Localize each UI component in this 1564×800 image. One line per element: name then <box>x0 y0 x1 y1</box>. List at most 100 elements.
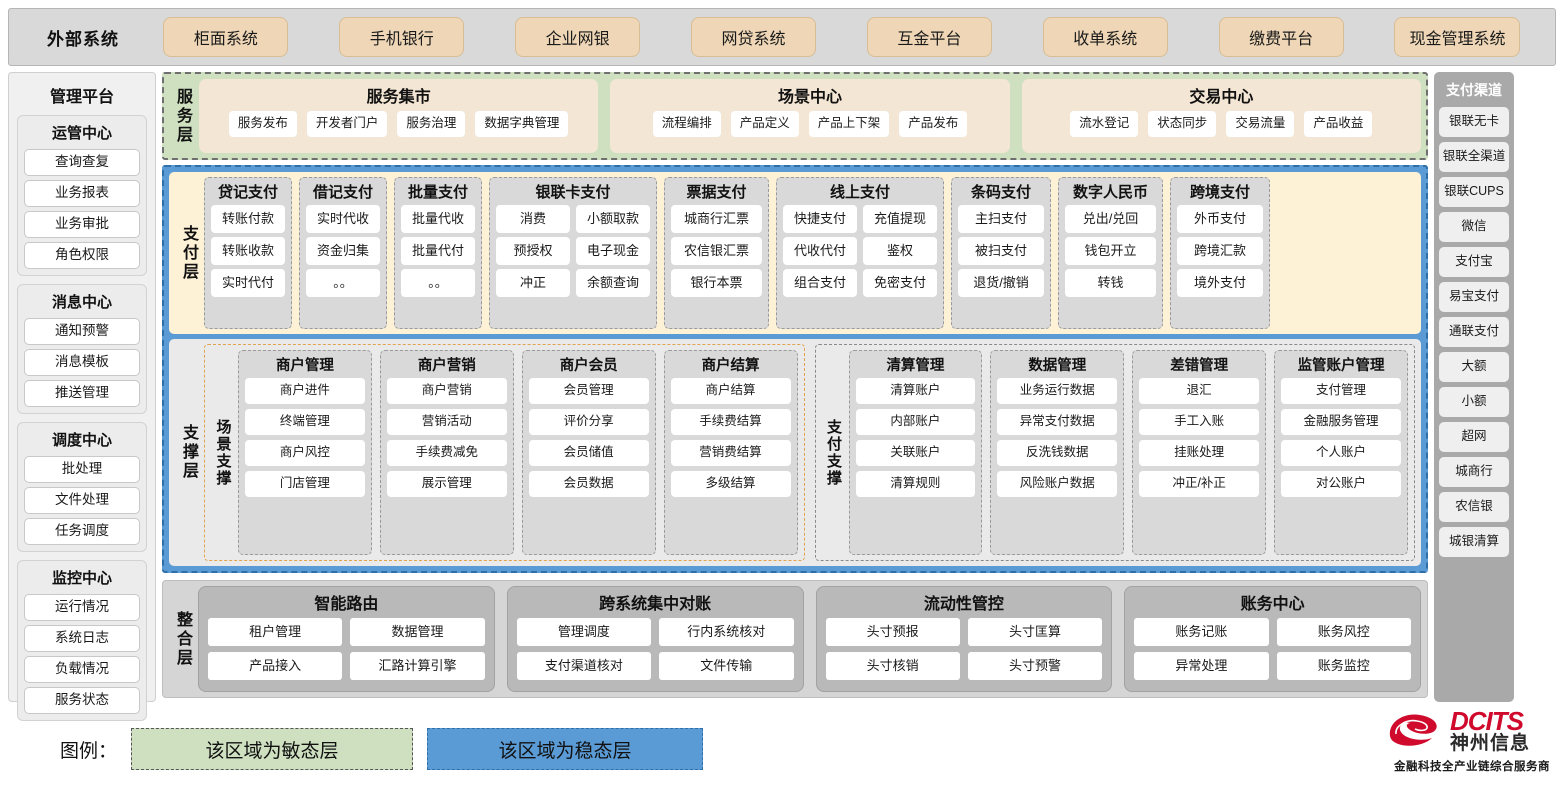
payment-item[interactable]: 农信银汇票 <box>671 237 762 265</box>
payment-channel-item[interactable]: 城商行 <box>1439 457 1509 487</box>
service-item[interactable]: 交易流量 <box>1226 111 1295 137</box>
payment-channel-item[interactable]: 支付宝 <box>1439 247 1509 277</box>
payment-item[interactable]: 外币支付 <box>1177 205 1263 233</box>
external-system-item[interactable]: 柜面系统 <box>163 17 289 57</box>
payment-channel-item[interactable]: 银联无卡 <box>1439 107 1509 137</box>
payment-item[interactable]: 冲正 <box>496 269 570 297</box>
scene-support-item[interactable]: 商户结算 <box>670 378 791 404</box>
service-item[interactable]: 流水登记 <box>1070 111 1139 137</box>
payment-channel-item[interactable]: 银联CUPS <box>1439 177 1509 207</box>
service-item[interactable]: 状态同步 <box>1148 111 1217 137</box>
service-item[interactable]: 流程编排 <box>652 111 721 137</box>
payment-channel-item[interactable]: 易宝支付 <box>1439 282 1509 312</box>
integration-item[interactable]: 头寸预警 <box>967 652 1103 680</box>
scene-support-item[interactable]: 评价分享 <box>528 409 649 435</box>
scene-support-item[interactable]: 终端管理 <box>245 409 365 435</box>
payment-item[interactable]: 批量代付 <box>401 237 475 265</box>
integration-item[interactable]: 产品接入 <box>208 652 343 680</box>
payment-support-item[interactable]: 金融服务管理 <box>1281 409 1401 435</box>
external-system-item[interactable]: 网贷系统 <box>691 17 816 57</box>
payment-item[interactable]: 转钱 <box>1065 269 1156 297</box>
payment-channel-item[interactable]: 银联全渠道 <box>1439 142 1509 172</box>
integration-item[interactable]: 文件传输 <box>659 652 794 680</box>
service-item[interactable]: 产品定义 <box>730 111 799 137</box>
payment-item[interactable]: 消费 <box>496 205 570 233</box>
payment-item[interactable]: 转账收款 <box>211 237 285 265</box>
scene-support-item[interactable]: 门店管理 <box>245 471 365 497</box>
payment-item[interactable]: 主扫支付 <box>958 205 1044 233</box>
payment-channel-item[interactable]: 超网 <box>1439 422 1509 452</box>
payment-item[interactable]: 银行本票 <box>671 269 762 297</box>
payment-item[interactable]: 兑出/兑回 <box>1065 205 1156 233</box>
payment-item[interactable]: 小额取款 <box>576 205 650 233</box>
payment-item[interactable]: 被扫支付 <box>958 237 1044 265</box>
service-item[interactable]: 开发者门户 <box>306 111 388 137</box>
management-item[interactable]: 批处理 <box>24 456 140 483</box>
management-item[interactable]: 文件处理 <box>24 487 140 514</box>
integration-item[interactable]: 数据管理 <box>350 618 485 646</box>
integration-item[interactable]: 汇路计算引擎 <box>350 652 485 680</box>
payment-channel-item[interactable]: 微信 <box>1439 212 1509 242</box>
integration-item[interactable]: 异常处理 <box>1134 652 1269 680</box>
payment-item[interactable]: 余额查询 <box>576 269 650 297</box>
scene-support-item[interactable]: 手续费减免 <box>386 440 507 466</box>
scene-support-item[interactable]: 展示管理 <box>386 471 507 497</box>
management-item[interactable]: 运行情况 <box>24 594 140 621</box>
scene-support-item[interactable]: 商户进件 <box>245 378 365 404</box>
payment-item[interactable]: 预授权 <box>496 237 570 265</box>
payment-channel-item[interactable]: 城银清算 <box>1439 527 1509 557</box>
payment-support-item[interactable]: 清算规则 <box>855 471 976 497</box>
payment-item[interactable]: 钱包开立 <box>1065 237 1156 265</box>
scene-support-item[interactable]: 营销活动 <box>386 409 507 435</box>
external-system-item[interactable]: 缴费平台 <box>1218 17 1344 57</box>
payment-support-item[interactable]: 手工入账 <box>1139 409 1260 435</box>
scene-support-item[interactable]: 会员数据 <box>528 471 649 497</box>
management-item[interactable]: 通知预警 <box>24 318 140 345</box>
payment-channel-item[interactable]: 通联支付 <box>1439 317 1509 347</box>
payment-item[interactable]: 免密支付 <box>863 269 937 297</box>
service-item[interactable]: 产品收益 <box>1304 111 1373 137</box>
payment-support-item[interactable]: 支付管理 <box>1281 378 1401 404</box>
service-item[interactable]: 数据字典管理 <box>475 111 569 137</box>
payment-item[interactable]: 批量代收 <box>401 205 475 233</box>
payment-item[interactable]: 。。 <box>306 269 380 297</box>
management-item[interactable]: 服务状态 <box>24 687 140 714</box>
payment-item[interactable]: 实时代收 <box>306 205 380 233</box>
payment-support-item[interactable]: 反洗钱数据 <box>997 440 1118 466</box>
payment-item[interactable]: 资金归集 <box>306 237 380 265</box>
integration-item[interactable]: 头寸预报 <box>825 618 960 646</box>
external-system-item[interactable]: 收单系统 <box>1042 17 1168 57</box>
scene-support-item[interactable]: 会员储值 <box>528 440 649 466</box>
integration-item[interactable]: 行内系统核对 <box>659 618 794 646</box>
payment-item[interactable]: 转账付款 <box>211 205 285 233</box>
management-item[interactable]: 业务审批 <box>24 211 140 238</box>
management-item[interactable]: 任务调度 <box>24 518 140 545</box>
payment-support-item[interactable]: 冲正/补正 <box>1139 471 1260 497</box>
management-item[interactable]: 消息模板 <box>24 349 140 376</box>
scene-support-item[interactable]: 商户营销 <box>386 378 507 404</box>
payment-support-item[interactable]: 内部账户 <box>855 409 976 435</box>
integration-item[interactable]: 支付渠道核对 <box>516 652 652 680</box>
service-item[interactable]: 产品上下架 <box>808 111 890 137</box>
payment-channel-item[interactable]: 农信银 <box>1439 492 1509 522</box>
payment-item[interactable]: 。。 <box>401 269 475 297</box>
payment-support-item[interactable]: 个人账户 <box>1281 440 1401 466</box>
payment-support-item[interactable]: 对公账户 <box>1281 471 1401 497</box>
payment-item[interactable]: 电子现金 <box>576 237 650 265</box>
payment-item[interactable]: 跨境汇款 <box>1177 237 1263 265</box>
payment-item[interactable]: 境外支付 <box>1177 269 1263 297</box>
payment-support-item[interactable]: 退汇 <box>1139 378 1260 404</box>
payment-item[interactable]: 充值提现 <box>863 205 937 233</box>
service-item[interactable]: 服务治理 <box>397 111 466 137</box>
management-item[interactable]: 查询查复 <box>24 149 140 176</box>
payment-support-item[interactable]: 风险账户数据 <box>997 471 1118 497</box>
payment-support-item[interactable]: 挂账处理 <box>1139 440 1260 466</box>
integration-item[interactable]: 账务记账 <box>1134 618 1269 646</box>
payment-item[interactable]: 退货/撤销 <box>958 269 1044 297</box>
external-system-item[interactable]: 现金管理系统 <box>1394 17 1521 57</box>
scene-support-item[interactable]: 商户风控 <box>245 440 365 466</box>
payment-support-item[interactable]: 异常支付数据 <box>997 409 1118 435</box>
external-system-item[interactable]: 企业网银 <box>515 17 641 57</box>
integration-item[interactable]: 账务监控 <box>1276 652 1411 680</box>
integration-item[interactable]: 账务风控 <box>1276 618 1411 646</box>
